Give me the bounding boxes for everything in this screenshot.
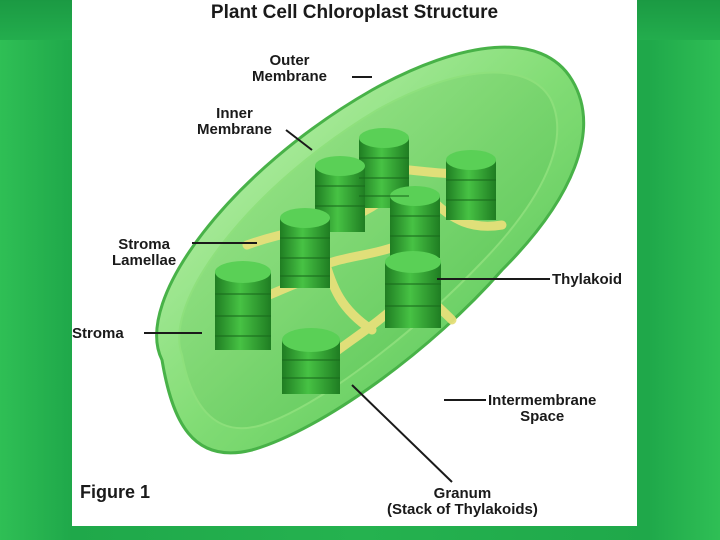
label-thylakoid: Thylakoid [552, 271, 623, 288]
label-stroma-lamellae-line1: Stroma [118, 236, 170, 253]
label-inner-membrane-line1: Inner [216, 105, 253, 122]
granum-stack [282, 328, 340, 394]
grana-stacks [215, 128, 496, 394]
granum-pointer [351, 384, 453, 483]
label-granum-line2: (Stack of Thylakoids) [387, 501, 538, 518]
figure-label: Figure 1 [80, 482, 151, 502]
inner-membrane-pointer [285, 129, 313, 151]
chloroplast-illustration [144, 45, 586, 483]
diagram-title: Plant Cell Chloroplast Structure [210, 2, 499, 23]
label-outer-membrane-line2: Membrane [252, 68, 328, 85]
label-intermembrane-space-line1: Intermembrane [488, 392, 597, 409]
label-stroma: Stroma [72, 325, 124, 342]
label-outer-membrane-line1: Outer [269, 52, 310, 69]
label-outer-membrane: Outer Membrane [252, 53, 327, 85]
granum-stack [215, 261, 271, 350]
thylakoid-stripes [215, 157, 496, 379]
label-stroma-lamellae-line2: Lamellae [112, 252, 177, 269]
label-inner-membrane-line2: Membrane [197, 121, 273, 138]
granum-stack [390, 186, 440, 258]
label-intermembrane-space: Intermembrane Space [488, 393, 596, 425]
granum-stack [446, 150, 496, 220]
pointer-lines [144, 76, 550, 483]
label-inner-membrane: Inner Membrane [197, 106, 272, 138]
label-granum-line1: Granum [433, 485, 492, 502]
label-stroma-lamellae: Stroma Lamellae [112, 237, 176, 269]
granum-stack [385, 251, 441, 328]
label-granum: Granum (Stack of Thylakoids) [387, 486, 538, 518]
label-intermembrane-space-line2: Space [520, 408, 565, 425]
diagram-card: Plant Cell Chloroplast Structure Outer M… [72, 0, 637, 526]
